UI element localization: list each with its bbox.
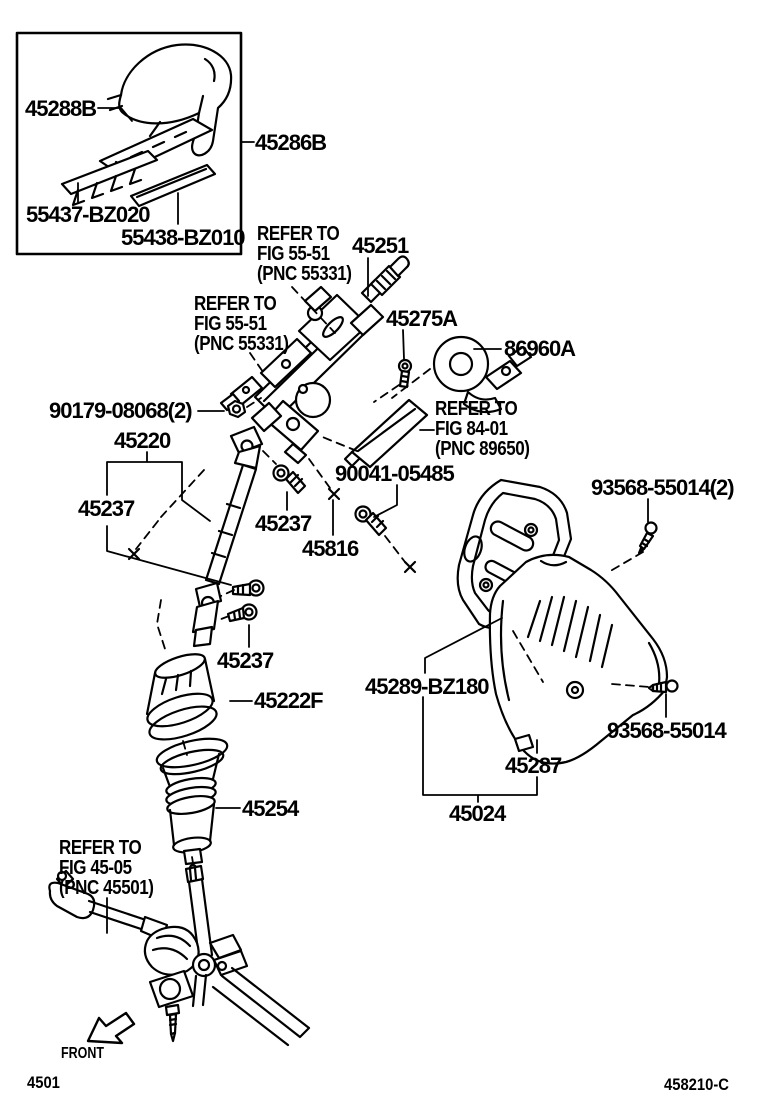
part-label-45237-lower: 45237: [217, 648, 274, 673]
part-label-45251: 45251: [352, 233, 409, 258]
part-label-45275a: 45275A: [386, 306, 458, 331]
part-label-93568-55014: 93568-55014: [607, 718, 727, 743]
part-label-45287: 45287: [505, 753, 562, 778]
fasteners-art: [226, 358, 679, 694]
inset-box-column-cover: [15, 31, 243, 256]
part-label-45237-upper-right: 45237: [255, 511, 312, 536]
front-direction-label: FRONT: [61, 1045, 104, 1062]
drawing-code: 458210-C: [664, 1075, 729, 1094]
part-label-45024: 45024: [449, 801, 506, 826]
transponder-plate-art: [343, 398, 429, 469]
part-label-90041-05485: 90041-05485: [335, 461, 455, 486]
dust-boot-art: [155, 737, 229, 873]
part-86960a-art: [432, 335, 533, 414]
steering-rack-art: [48, 864, 311, 1047]
part-label-45288b: 45288B: [25, 96, 97, 121]
part-label-45222f: 45222F: [254, 688, 324, 713]
part-label-45237-upper-left: 45237: [78, 496, 135, 521]
part-label-45254: 45254: [242, 796, 299, 821]
front-arrow-icon: [86, 1011, 136, 1045]
part-label-45220: 45220: [114, 428, 171, 453]
part-label-45286b: 45286B: [255, 130, 327, 155]
column-hole-cover-art: [145, 653, 218, 741]
page-number: 4501: [27, 1073, 60, 1092]
part-label-93568-55014-2: 93568-55014(2): [591, 475, 735, 500]
intermediate-shaft-art: [191, 425, 264, 648]
assembly-dashed-lines: [135, 286, 650, 870]
part-label-55438-bz010: 55438-BZ010: [121, 225, 246, 250]
steering-column-art: [219, 255, 410, 465]
part-label-86960a: 86960A: [504, 336, 576, 361]
part-label-90179-08068-2: 90179-08068(2): [49, 398, 193, 423]
part-label-55437-bz020: 55437-BZ020: [26, 202, 151, 227]
leader-lines: [77, 107, 667, 934]
column-covers-art: [456, 478, 669, 765]
part-label-45816: 45816: [302, 536, 359, 561]
part-label-45289-bz180: 45289-BZ180: [365, 674, 490, 699]
attachment-x-marks: [127, 487, 417, 574]
